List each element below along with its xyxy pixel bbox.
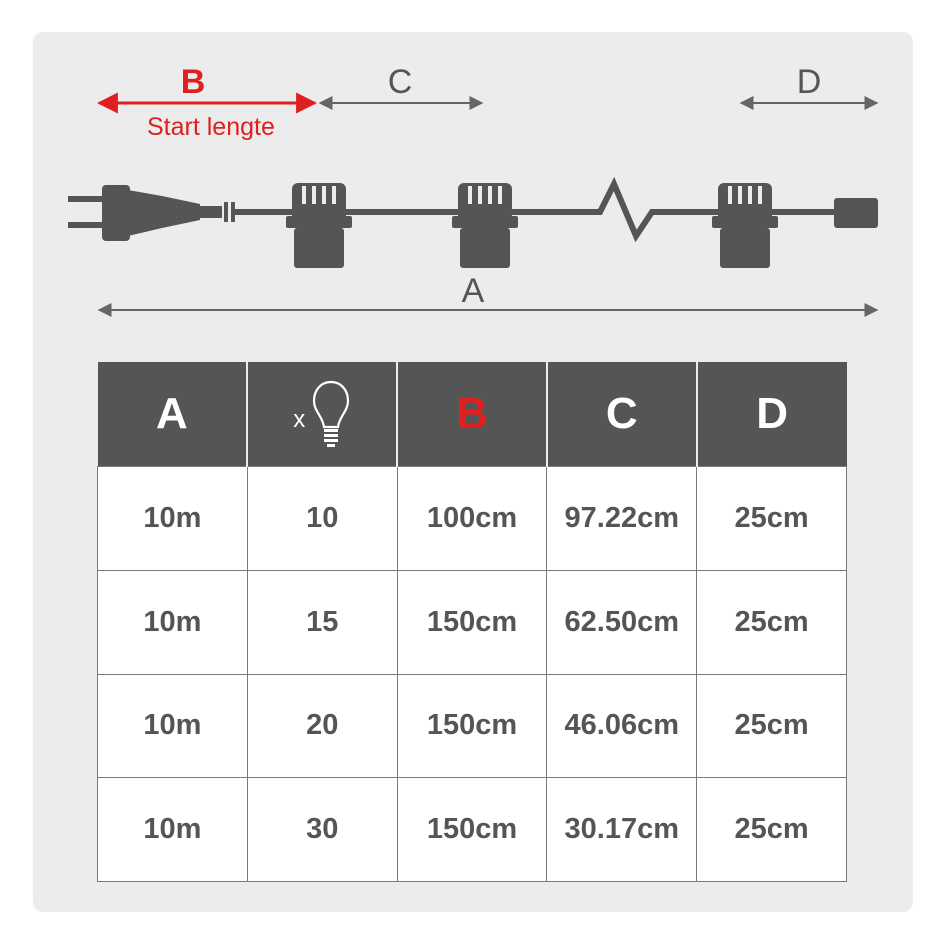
table-row: 10m 30 150cm 30.17cm 25cm [97, 777, 847, 882]
d-dimension-label: D [796, 63, 822, 101]
cell-bulb-count: 15 [246, 569, 398, 675]
table-header-row: A x B C D [97, 362, 847, 467]
cell-c: 62.50cm [546, 569, 698, 675]
cell-b: 100cm [396, 466, 548, 571]
cell-bulb-count: 10 [246, 466, 398, 571]
cell-d: 25cm [696, 777, 847, 882]
cell-bulb-count: 30 [246, 777, 398, 882]
cell-d: 25cm [696, 673, 847, 779]
bulb-multiplier: x [293, 406, 306, 433]
light-bulb-icon [313, 380, 350, 447]
cell-d: 25cm [696, 466, 847, 571]
plug-icon [68, 185, 235, 241]
cell-a: 10m [97, 673, 248, 779]
cell-b: 150cm [396, 777, 548, 882]
b-dimension-sublabel: Start lengte [147, 113, 275, 141]
cell-d: 25cm [696, 569, 847, 675]
table-row: 10m 20 150cm 46.06cm 25cm [97, 673, 847, 779]
socket-icon [712, 183, 778, 268]
cell-c: 30.17cm [546, 777, 698, 882]
cell-b: 150cm [396, 569, 548, 675]
socket-icon [286, 183, 352, 268]
table-row: 10m 15 150cm 62.50cm 25cm [97, 569, 847, 675]
cell-b: 150cm [396, 673, 548, 779]
table-row: 10m 10 100cm 97.22cm 25cm [97, 466, 847, 571]
spec-table: A x B C D 10m 10 10 [97, 362, 847, 882]
cell-a: 10m [97, 569, 248, 675]
header-c: C [546, 362, 698, 467]
cell-a: 10m [97, 466, 248, 571]
header-a: A [97, 362, 249, 467]
cell-a: 10m [97, 777, 248, 882]
cell-bulb-count: 20 [246, 673, 398, 779]
c-dimension-label: C [387, 63, 413, 101]
cell-c: 46.06cm [546, 673, 698, 779]
a-dimension-label: A [461, 272, 485, 310]
header-d: D [696, 362, 847, 467]
header-bulb-count: x [247, 362, 399, 467]
header-b: B [397, 362, 548, 467]
cell-c: 97.22cm [546, 466, 698, 571]
end-cap-icon [834, 198, 878, 228]
b-dimension-label: B [180, 63, 206, 101]
socket-icon [452, 183, 518, 268]
